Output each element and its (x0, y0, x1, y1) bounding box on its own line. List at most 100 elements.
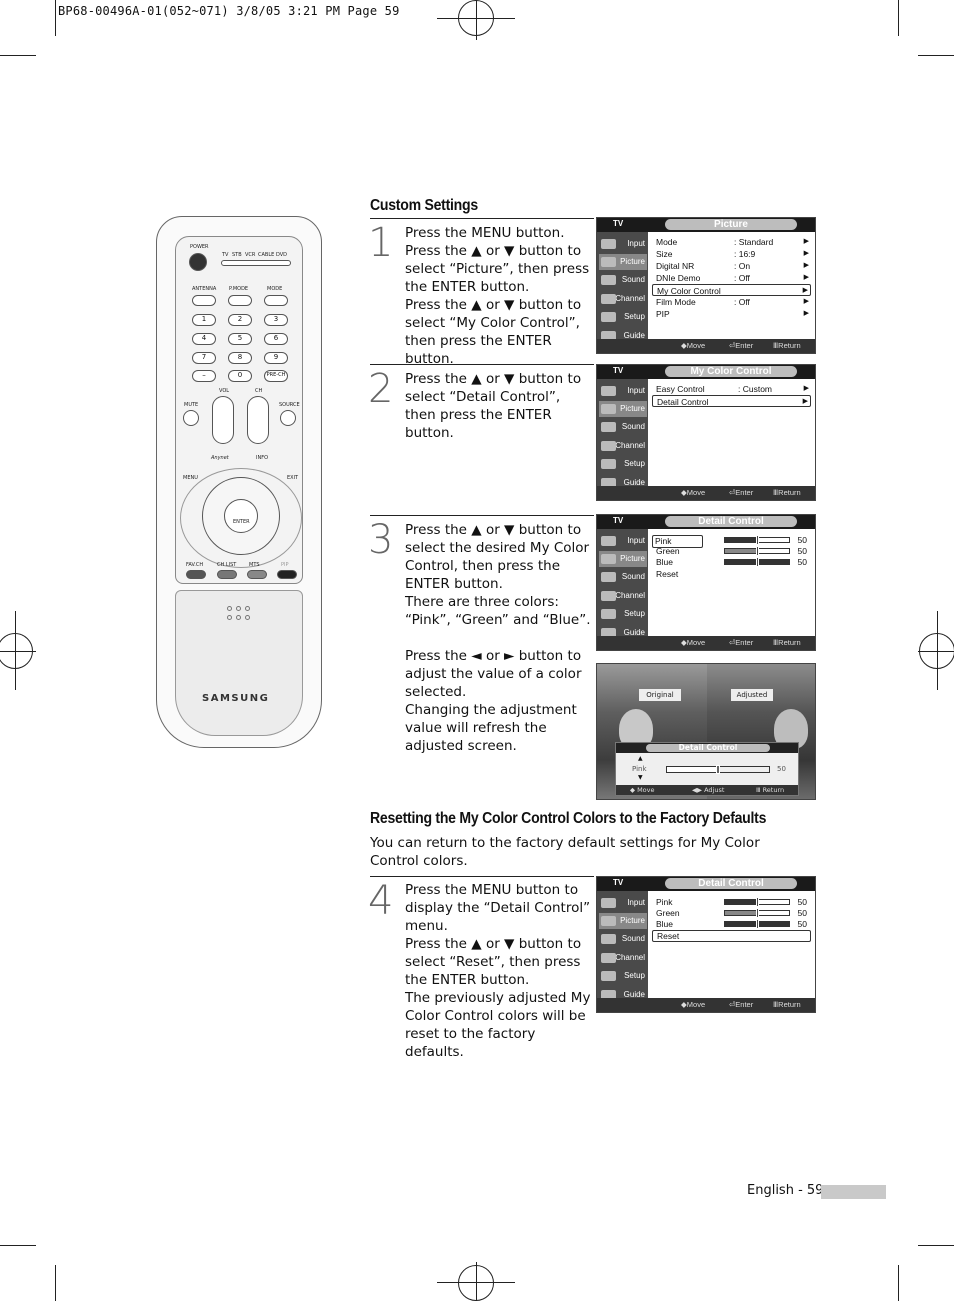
menu-label: MENU (183, 475, 198, 481)
osd-tab-sound: Sound (599, 419, 647, 435)
osd-title: Picture (665, 219, 797, 230)
print-slug: BP68-00496A-01(052~071) 3/8/05 3:21 PM P… (58, 4, 400, 18)
step-3-line-1: Press the ▲ or ▼ button to select the de… (405, 522, 590, 592)
setup-icon (601, 312, 616, 322)
osd-row-detail-control: Detail Control▶ (652, 395, 811, 407)
digit-5-button: 5 (228, 333, 252, 345)
digit-2-button: 2 (228, 314, 252, 326)
setup-icon (601, 609, 616, 619)
mts-button (247, 570, 267, 579)
digit-7-button: 7 (192, 352, 216, 364)
down-arrow-icon: ▼ (638, 774, 643, 781)
power-label: POWER (190, 244, 209, 250)
osd-row-easy-control: Easy Control: Custom▶ (656, 384, 809, 394)
step-1-line-2: Press the ▲ or ▼ button to select “Pictu… (405, 243, 590, 295)
channel-icon (601, 294, 616, 304)
digit-8-button: 8 (228, 352, 252, 364)
osd-tab-guide: Guide (599, 987, 647, 1003)
input-icon (601, 536, 616, 546)
osd-tab-input: Input (599, 895, 647, 911)
osd-row-digital-nr: Digital NR: On▶ (656, 261, 809, 271)
favch-label: FAV.CH (186, 562, 204, 568)
remote-logo: Anynet (211, 455, 229, 461)
volume-rocker (212, 396, 234, 444)
mute-button (183, 410, 199, 426)
step-1-rule (370, 218, 594, 219)
digit-1-button: 1 (192, 314, 216, 326)
mute-label: MUTE (184, 402, 199, 408)
digit-9-button: 9 (264, 352, 288, 364)
osd-tab-channel: Channel (599, 950, 647, 966)
picture-icon (601, 404, 616, 414)
step-1-text: Press the MENU button. Press the ▲ or ▼ … (405, 224, 595, 368)
picture-icon (601, 257, 616, 267)
setup-icon (601, 971, 616, 981)
custom-settings-heading: Custom Settings (370, 197, 478, 214)
reset-colors-heading: Resetting the My Color Control Colors to… (370, 810, 767, 827)
digit-4-button: 4 (192, 333, 216, 345)
osd-tv-label: TV (613, 219, 624, 228)
osd-tab-channel: Channel (599, 291, 647, 307)
osd-tab-channel: Channel (599, 588, 647, 604)
input-icon (601, 386, 616, 396)
step-3-text: Press the ▲ or ▼ button to select the de… (405, 521, 595, 755)
mts-label: MTS (249, 562, 260, 568)
osd-tab-setup: Setup (599, 309, 647, 325)
osd-tab-input: Input (599, 533, 647, 549)
enter-button (224, 499, 258, 533)
osd-tab-picture: Picture (599, 913, 647, 929)
osd-tab-channel: Channel (599, 438, 647, 454)
mode-vcr-label: VCR (245, 252, 256, 258)
mode-cable-label: CABLE (258, 252, 275, 258)
adjusted-tag: Adjusted (731, 689, 773, 701)
page-number: English - 59 (747, 1183, 824, 1198)
mode-label: MODE (267, 286, 283, 292)
digit-3-button: 3 (264, 314, 288, 326)
channel-icon (601, 441, 616, 451)
channel-rocker (247, 396, 269, 444)
adjust-slider (666, 765, 770, 774)
adjust-value: 50 (777, 765, 786, 773)
pmode-label: P.MODE (229, 286, 249, 292)
osd-tab-sound: Sound (599, 569, 647, 585)
osd-row-reset: Reset (656, 569, 679, 579)
samsung-logo: SAMSUNG (202, 693, 270, 704)
channel-icon (601, 953, 616, 963)
picture-icon (601, 554, 616, 564)
chlist-label: CH LIST (217, 562, 237, 568)
original-adjusted-comparison-photo: Original Adjusted Detail Control ▲ Pink … (596, 663, 816, 800)
adjust-panel-footer: ◆ Move ◀▶ Adjust Ⅲ Return (616, 785, 798, 795)
pip-button (277, 570, 297, 579)
enter-label: ENTER (233, 519, 250, 525)
info-label: INFO (256, 455, 269, 461)
step-4-line-1: Press the MENU button to display the “De… (405, 882, 591, 934)
step-4-line-2: Press the ▲ or ▼ button to select “Reset… (405, 936, 582, 988)
osd-title: My Color Control (665, 366, 797, 377)
vol-label: VOL (219, 388, 230, 394)
up-arrow-icon: ▲ (638, 755, 643, 762)
power-button (189, 253, 207, 271)
footer-bar (821, 1185, 886, 1199)
reset-intro: You can return to the factory default se… (370, 835, 760, 869)
sound-icon (601, 275, 616, 285)
step-3-number: 3 (368, 517, 394, 563)
osd-tab-setup: Setup (599, 456, 647, 472)
step-1-number: 1 (368, 220, 394, 266)
detail-control-adjust-panel: Detail Control ▲ Pink 50 ▼ ◆ Move ◀▶ Adj… (615, 742, 799, 796)
chlist-button (217, 570, 237, 579)
pip-label: PIP (281, 562, 289, 568)
osd-row-reset: Reset (652, 930, 811, 942)
sound-icon (601, 934, 616, 944)
step-4-number: 4 (368, 878, 394, 924)
input-icon (601, 898, 616, 908)
